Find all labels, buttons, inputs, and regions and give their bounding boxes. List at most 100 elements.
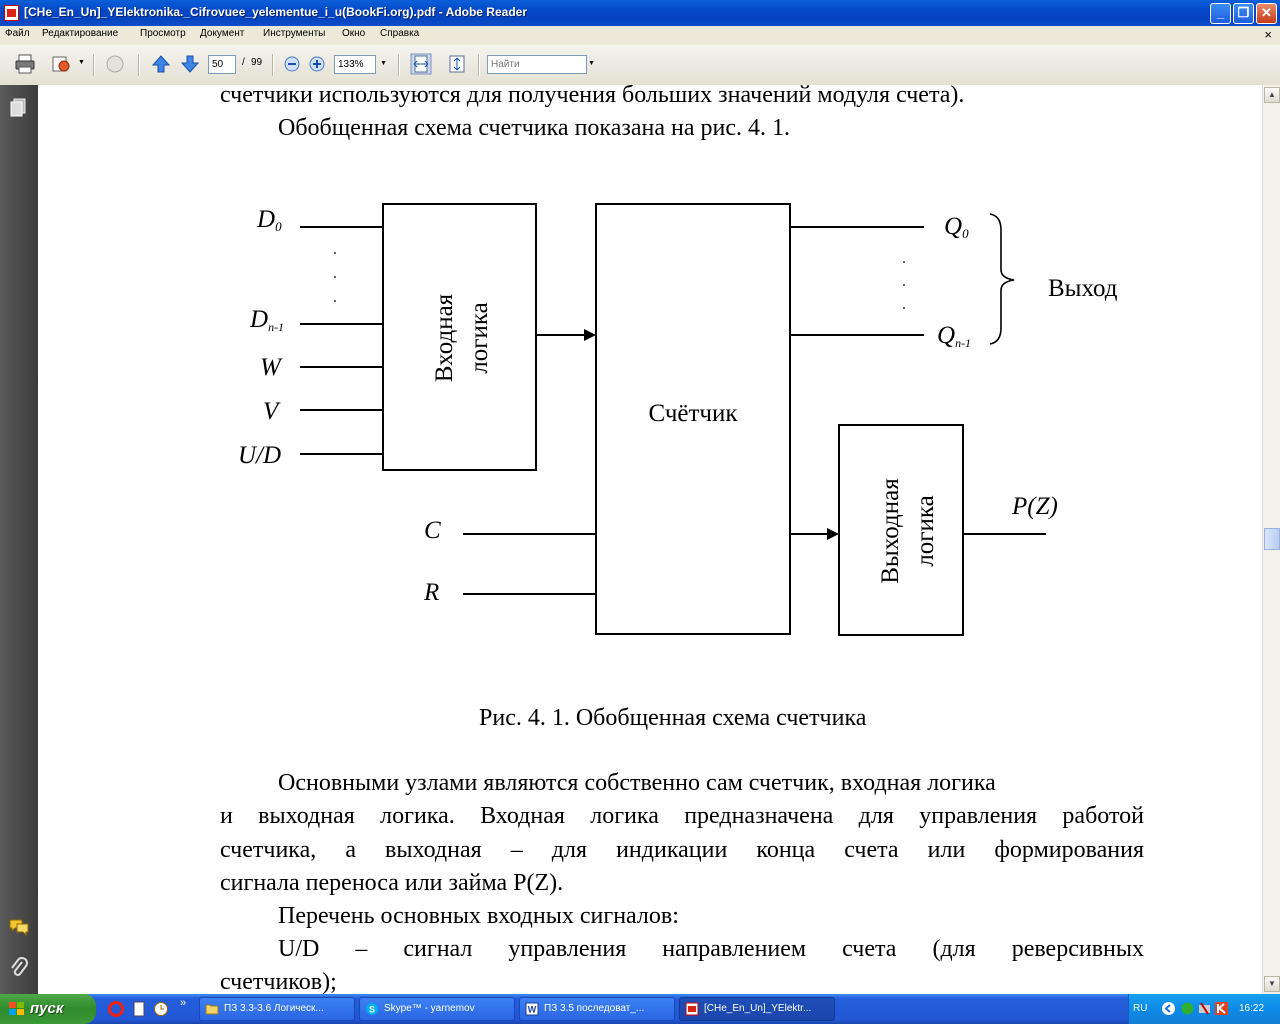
scroll-thumb[interactable] [1264,528,1280,550]
taskbar-item-word[interactable]: W ПЗ 3.5 последоват_... [519,997,675,1021]
menu-window[interactable]: Окно [342,28,366,39]
scroll-up-icon[interactable]: ▲ [1264,87,1280,103]
label-output: Выход [1048,275,1118,302]
ellipsis-dot [903,261,905,263]
toolbar-separator [272,54,274,76]
search-input[interactable] [487,55,587,74]
text-line: сигнала переноса или займа P(Z). [220,870,564,896]
taskbar-item-explorer[interactable]: ПЗ 3.3-3.6 Логическ... [199,997,355,1021]
label-output-logic-1: Выходная [877,478,904,584]
label-input-logic-1: Входная [431,293,458,382]
toolbar-separator [138,54,140,76]
text-line: U/D – сигнал управления направлением сче… [278,936,1144,962]
clock: 16:22 [1239,1003,1265,1014]
svg-text:S: S [369,1005,375,1015]
document-page[interactable]: счетчики используются для получения боль… [38,85,1262,994]
hand-tool-icon[interactable] [104,53,126,75]
maximize-button[interactable]: ❐ [1233,3,1254,24]
tray-expand-icon[interactable] [1161,1001,1176,1016]
zoom-out-icon[interactable] [283,55,301,73]
ellipsis-dot [334,252,336,254]
taskbar-item-adobe-reader[interactable]: [CHe_En_Un]_YElektr... [679,997,835,1021]
skype-icon: S [366,1003,378,1015]
toolbar-separator [398,54,400,76]
menu-help[interactable]: Справка [380,28,420,39]
label-ud: U/D [238,442,281,469]
quick-launch-chevron-icon[interactable]: » [180,997,187,1009]
menu-tools[interactable]: Инструменты [263,28,326,39]
previous-page-icon[interactable] [150,53,172,75]
label-v: V [263,398,281,425]
zoom-in-icon[interactable] [308,55,326,73]
windows-logo-icon [9,1002,24,1015]
comments-icon[interactable] [8,917,30,937]
menu-view[interactable]: Просмотр [140,28,186,39]
text-line: Перечень основных входных сигналов: [278,903,679,929]
menu-file[interactable]: Файл [5,28,30,39]
next-page-icon[interactable] [179,53,201,75]
chevron-down-icon[interactable]: ▼ [78,59,85,66]
close-button[interactable]: ✕ [1256,3,1277,24]
navigation-pane [0,85,38,994]
window-title: [CHe_En_Un]_YElektronika._Cifrovuee_yele… [24,5,527,19]
minimize-button[interactable]: _ [1210,3,1231,24]
fit-page-icon[interactable] [446,53,468,75]
label-qn: Qn-1 [937,322,971,350]
label-pz: P(Z) [1011,493,1058,520]
label-dn: Dn-1 [249,306,284,334]
close-document-icon[interactable]: × [1264,27,1272,42]
counter-block-diagram: D0 Dn-1 W V U/D C R Q0 Qn-1 P(Z) Выход С… [238,203,1118,636]
zoom-dropdown-chevron-icon[interactable]: ▼ [380,60,387,67]
system-tray: RU 16:22 [1128,994,1280,1024]
label-w: W [260,354,283,381]
zoom-level-input[interactable]: 133% [334,55,376,74]
toolbar-separator [478,54,480,76]
text-line: Обобщенная схема счетчика показана на ри… [278,115,790,141]
label-input-logic-2: логика [466,302,493,373]
page-total: 99 [251,57,263,68]
language-indicator[interactable]: RU [1133,1003,1148,1014]
page-separator: / [242,57,245,68]
taskbar-item-label: ПЗ 3.5 последоват_... [544,1003,645,1014]
attachment-icon[interactable] [9,957,29,981]
search-dropdown-chevron-icon[interactable]: ▼ [588,60,595,67]
fit-width-icon[interactable] [410,53,432,75]
arrow-head [584,329,596,341]
figure-caption: Рис. 4. 1. Обобщенная схема счетчика [479,705,867,731]
label-r: R [423,579,439,606]
notepad-icon[interactable] [131,1001,147,1017]
output-brace [989,213,1015,345]
network-icon[interactable] [1180,1001,1195,1016]
label-c: C [424,517,441,544]
scroll-down-icon[interactable]: ▼ [1264,976,1280,992]
title-bar: [CHe_En_Un]_YElektronika._Cifrovuee_yele… [0,0,1280,26]
pdf-app-icon [4,5,19,21]
folder-icon [205,1004,219,1015]
taskbar-item-skype[interactable]: S Skype™ - yarnemov [359,997,515,1021]
start-button[interactable]: пуск [0,994,96,1024]
text-line: счетчики используются для получения боль… [220,85,965,108]
start-label: пуск [30,1000,64,1017]
antivirus-icon[interactable] [1214,1001,1229,1016]
label-output-logic-2: логика [912,495,939,566]
page-number-input[interactable]: 50 [208,55,236,74]
safely-remove-icon[interactable] [1197,1001,1212,1016]
word-document-icon: W [525,1002,539,1016]
print-icon[interactable] [14,53,36,75]
input-logic-block [382,203,537,471]
vertical-scrollbar[interactable]: ▲ ▼ [1262,85,1280,994]
ellipsis-dot [903,307,905,309]
ellipsis-dot [334,276,336,278]
menu-edit[interactable]: Редактирование [42,28,119,39]
taskbar-item-label: Skype™ - yarnemov [384,1003,475,1014]
label-d0: D0 [256,206,282,234]
label-counter: Счётчик [648,400,738,427]
opera-icon[interactable] [108,1001,124,1017]
menu-document[interactable]: Документ [200,28,245,39]
share-icon[interactable] [50,53,72,75]
text-line: счетчиков); [220,969,337,994]
clock-app-icon[interactable] [153,1001,169,1017]
counter-block [595,203,791,635]
pages-icon[interactable] [9,97,29,119]
taskbar-item-label: [CHe_En_Un]_YElektr... [704,1003,812,1014]
